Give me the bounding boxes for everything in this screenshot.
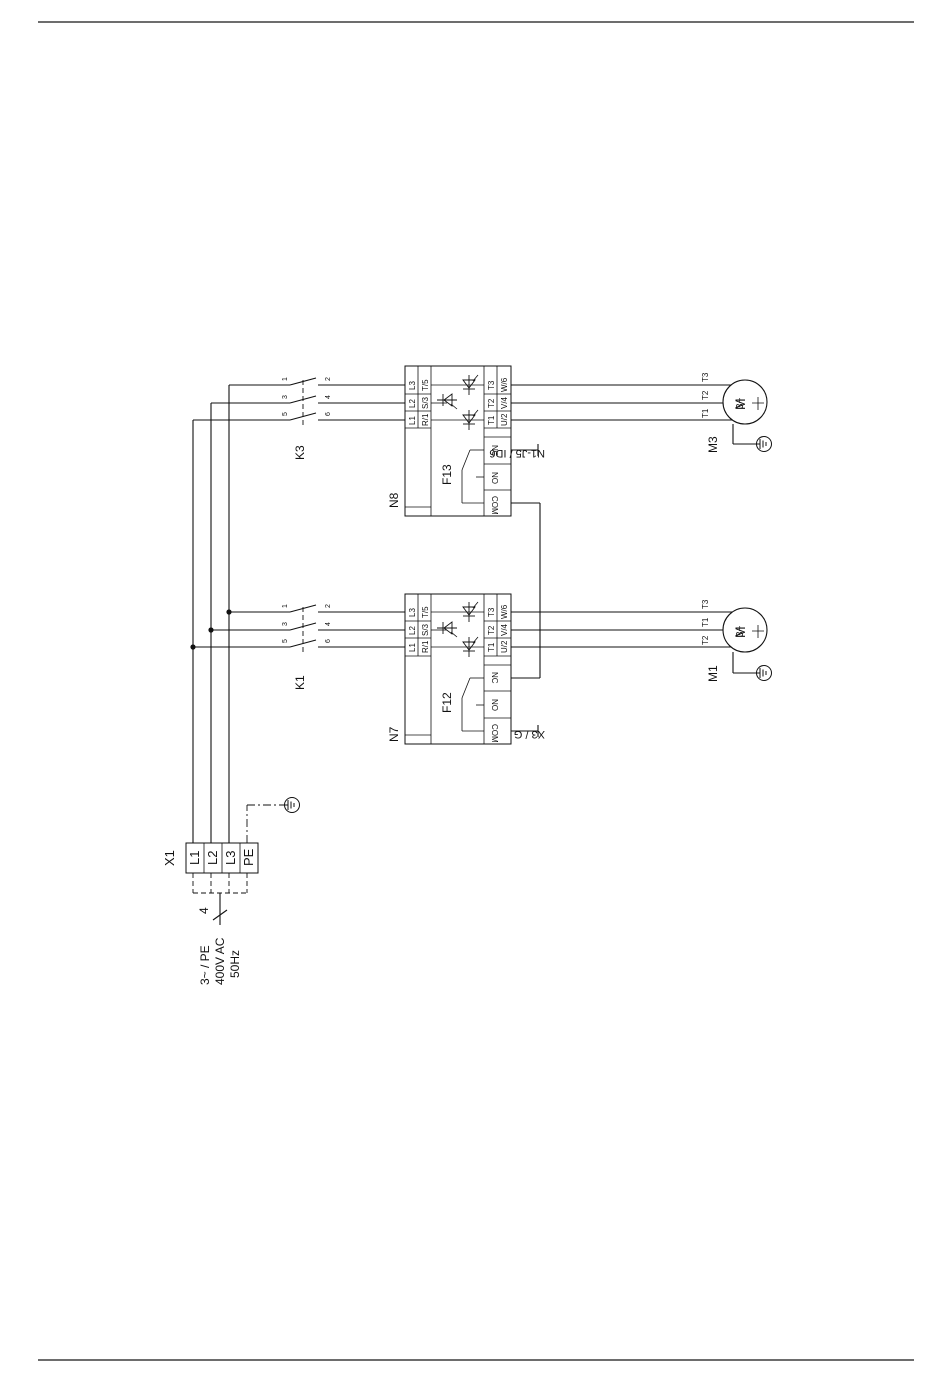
supply-spec-line-3: 50Hz [228, 950, 242, 978]
svg-text:1: 1 [282, 377, 289, 381]
svg-text:V/4: V/4 [500, 623, 509, 636]
svg-text:T1: T1 [487, 415, 496, 425]
svg-text:S/3: S/3 [421, 396, 430, 409]
svg-text:T2: T2 [701, 390, 710, 400]
k1-label: K1 [293, 675, 307, 690]
f12-label: F12 [440, 692, 454, 713]
m1-label: M1 [706, 665, 720, 682]
contactor-k1: 1 3 5 2 4 6 K1 [282, 604, 405, 690]
svg-text:T2: T2 [701, 635, 710, 645]
contactor-k3: 1 3 5 2 4 6 K3 [282, 377, 405, 460]
soft-starter-n8: L1 R/1 L2 S/3 L3 T/5 T1 U/2 T2 V/4 T3 W/… [387, 366, 511, 516]
svg-text:3~: 3~ [735, 625, 746, 637]
m3-label: M3 [706, 436, 720, 453]
svg-text:U/2: U/2 [500, 640, 509, 653]
ground-icon [752, 437, 772, 452]
svg-text:R/1: R/1 [421, 413, 430, 426]
f13-label: F13 [440, 464, 454, 485]
cable-core-count: 4 [197, 907, 211, 914]
svg-text:4: 4 [325, 395, 332, 399]
pe-ground [247, 798, 300, 844]
svg-text:1: 1 [282, 604, 289, 608]
supply-bus [190, 385, 290, 843]
supply-cable: 4 [193, 873, 247, 925]
svg-text:NO: NO [490, 699, 499, 711]
terminal-l3: L3 [223, 851, 238, 865]
terminal-block-x1: L1 L2 L3 PE X1 [162, 843, 258, 873]
svg-text:L3: L3 [408, 608, 417, 617]
svg-text:NO: NO [490, 472, 499, 484]
svg-text:3: 3 [282, 622, 289, 626]
n7-com-destination: X3 / G [514, 728, 545, 740]
svg-text:T3: T3 [487, 607, 496, 617]
svg-text:L1: L1 [408, 643, 417, 652]
svg-text:5: 5 [282, 639, 289, 643]
terminal-pe: PE [241, 848, 256, 866]
svg-text:L1: L1 [408, 416, 417, 425]
supply-spec-line-1: 3~ / PE [198, 945, 212, 985]
svg-text:T1: T1 [701, 617, 710, 627]
svg-text:6: 6 [325, 412, 332, 416]
motor-m1: T1 T2 T3 M 3~ M1 [511, 599, 772, 682]
svg-text:4: 4 [325, 622, 332, 626]
x1-label: X1 [162, 850, 177, 866]
svg-text:L2: L2 [408, 626, 417, 635]
svg-text:COM: COM [490, 496, 499, 515]
svg-text:V/4: V/4 [500, 396, 509, 409]
svg-text:NC: NC [490, 672, 499, 684]
ground-icon [752, 666, 772, 681]
svg-text:2: 2 [325, 604, 332, 608]
svg-text:W/6: W/6 [500, 604, 509, 619]
svg-text:T/5: T/5 [421, 606, 430, 618]
svg-text:L3: L3 [408, 381, 417, 390]
svg-text:3~: 3~ [735, 397, 746, 409]
svg-text:R/1: R/1 [421, 640, 430, 653]
svg-text:T2: T2 [487, 398, 496, 408]
svg-text:T1: T1 [701, 408, 710, 418]
n8-nc-destination: N1-J5 / ID6 [489, 447, 545, 459]
svg-text:T2: T2 [487, 625, 496, 635]
svg-text:T3: T3 [701, 372, 710, 382]
svg-text:T3: T3 [701, 599, 710, 609]
soft-starter-n7: L1 R/1 L2 S/3 L3 T/5 T1 U/2 T2 V/4 T3 W/… [387, 594, 511, 744]
svg-text:T3: T3 [487, 380, 496, 390]
terminal-l1: L1 [187, 851, 202, 865]
svg-text:S/3: S/3 [421, 623, 430, 636]
supply-spec: 3~ / PE 400V AC 50Hz [198, 937, 242, 985]
svg-text:3: 3 [282, 395, 289, 399]
svg-text:6: 6 [325, 639, 332, 643]
n8-label: N8 [387, 492, 401, 508]
terminal-l2: L2 [205, 851, 220, 865]
svg-text:COM: COM [490, 724, 499, 743]
svg-text:T/5: T/5 [421, 379, 430, 391]
svg-text:5: 5 [282, 412, 289, 416]
supply-spec-line-2: 400V AC [213, 937, 227, 985]
svg-text:T1: T1 [487, 642, 496, 652]
ground-icon [280, 798, 300, 813]
svg-text:2: 2 [325, 377, 332, 381]
svg-text:L2: L2 [408, 399, 417, 408]
svg-text:W/6: W/6 [500, 377, 509, 392]
svg-text:U/2: U/2 [500, 413, 509, 426]
n7-label: N7 [387, 726, 401, 742]
motor-m3: T1 T2 T3 M 3~ M3 [511, 372, 772, 453]
k3-label: K3 [293, 445, 307, 460]
